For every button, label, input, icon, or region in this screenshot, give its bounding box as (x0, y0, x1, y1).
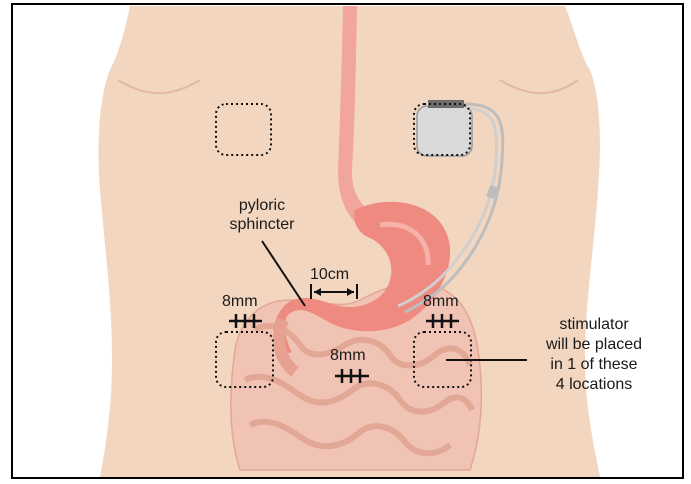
spacing-label-left: 8mm (222, 292, 258, 311)
stimulator-caption-line4: 4 locations (529, 375, 659, 395)
spacing-label-center: 8mm (330, 346, 366, 365)
stimulator-caption-line1: stimulator (529, 315, 659, 335)
distance-label: 10cm (310, 265, 349, 284)
stimulator-caption-line2: will be placed (529, 335, 659, 355)
pyloric-label-line2: sphincter (222, 215, 302, 234)
spacing-label-right: 8mm (423, 292, 459, 311)
stimulator-caption: stimulator will be placed in 1 of these … (529, 315, 659, 395)
pyloric-label-line1: pyloric (222, 196, 302, 215)
pyloric-label: pyloric sphincter (222, 196, 302, 234)
stimulator-caption-line3: in 1 of these (529, 355, 659, 375)
